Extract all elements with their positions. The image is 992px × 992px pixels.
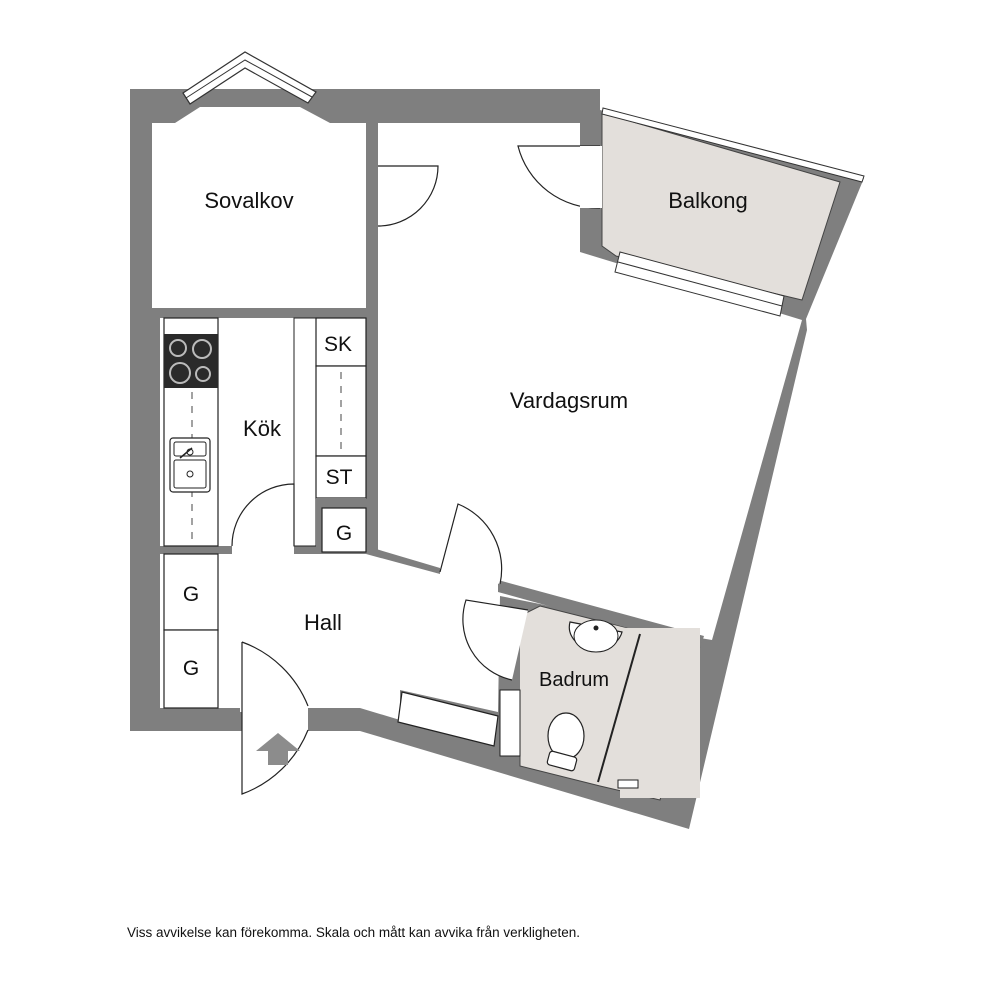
shower-mixer <box>617 779 639 789</box>
burner-1 <box>169 339 187 357</box>
entrance-arrow-icon <box>256 733 300 765</box>
fixture-label-st: ST <box>326 466 353 489</box>
room-label-badrum: Badrum <box>539 669 609 691</box>
bay-window-line <box>185 59 313 99</box>
bath-door-swing <box>462 599 529 681</box>
balcony-railing <box>601 107 865 183</box>
sink-faucet <box>179 447 193 459</box>
burner-4 <box>195 366 211 382</box>
hall-bench <box>397 691 499 747</box>
balcony-door-gap <box>580 146 602 208</box>
fixture-label-g-hall-top: G <box>183 583 199 606</box>
burner-3 <box>169 362 191 384</box>
entrance-door-swing <box>241 642 309 795</box>
bath-shower-area <box>620 628 700 798</box>
burner-2 <box>192 339 212 359</box>
st-cabinet <box>315 455 367 499</box>
wall-left-outer <box>130 89 152 731</box>
sink-drain <box>186 470 194 478</box>
fixture-label-g-kitchen: G <box>336 522 352 545</box>
room-label-sovalkov: Sovalkov <box>204 188 293 213</box>
fixture-label-sk: SK <box>324 333 352 356</box>
hall-shelf <box>499 689 521 757</box>
sk-cabinet <box>315 317 367 367</box>
toilet-tank <box>546 750 578 772</box>
fixture-label-g-hall-bottom: G <box>183 657 199 680</box>
bedroom-door-swing <box>377 165 439 227</box>
wall-bedroom-kitchen <box>150 308 366 318</box>
washbasin-tap <box>593 625 599 631</box>
g-cabinet-hall-bottom <box>163 629 219 709</box>
room-label-vardagsrum: Vardagsrum <box>510 388 628 413</box>
wall-bedroom-living <box>366 123 378 166</box>
wall-living-hall <box>366 546 440 574</box>
wall-kitchen-hall <box>152 546 232 554</box>
living-door-swing <box>439 503 503 585</box>
bedroom-floor <box>152 107 366 308</box>
entrance-door-swing-2 <box>241 641 309 707</box>
washbasin-bowl <box>573 619 619 653</box>
shower-screen <box>597 633 641 783</box>
wall-bedroom-living-2 <box>366 228 378 546</box>
kitchen-divider <box>293 317 317 547</box>
g-cabinet-kitchen <box>321 507 367 553</box>
room-label-hall: Hall <box>304 610 342 635</box>
room-label-kok: Kök <box>243 416 282 441</box>
balcony-window-line <box>617 261 783 307</box>
room-label-balkong: Balkong <box>668 188 748 213</box>
kitchen-door-swing <box>231 483 295 547</box>
disclaimer-text: Viss avvikelse kan förekomma. Skala och … <box>127 925 580 940</box>
